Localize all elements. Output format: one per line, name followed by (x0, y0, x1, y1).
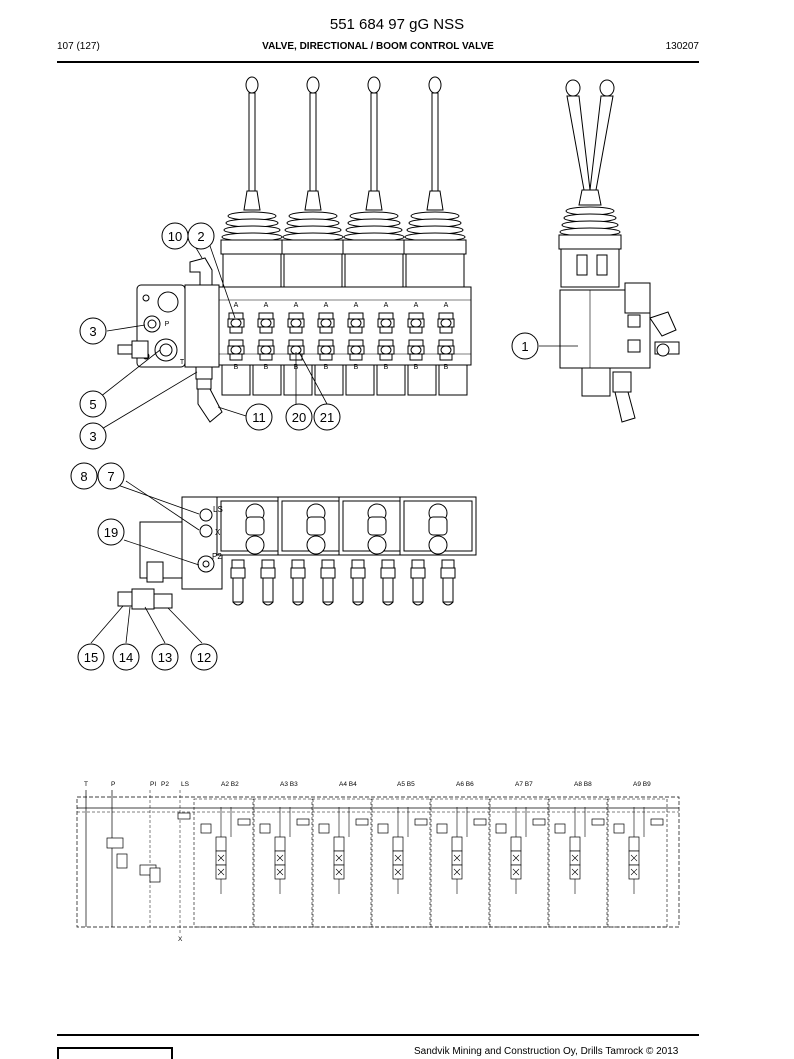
port-a-label: A (294, 302, 299, 309)
port-b-label: B (264, 364, 269, 371)
schematic-label-p2: P2 (161, 781, 169, 788)
callout-15 (77, 643, 105, 671)
control-valve-side-view (558, 79, 680, 423)
port-ls-label: LS (213, 505, 223, 514)
port-a-label: A (414, 302, 419, 309)
schematic-label-a8b8: A8 B8 (574, 781, 592, 788)
hydraulic-schematic: T P PI P2 LS A2 B2 A3 B3 A4 B4 A5 B5 A6 … (76, 781, 680, 943)
callout-2-text: 2 (197, 229, 204, 244)
leader-lines (90, 235, 578, 644)
callout-7 (97, 462, 125, 490)
schematic-label-x: X (178, 936, 183, 943)
document-part-number: 551 684 97 gG NSS (329, 16, 465, 33)
callout-20 (285, 403, 313, 431)
callout-3-lower (79, 422, 107, 450)
callout-7-text: 7 (107, 469, 114, 484)
port-p2-label: P2 (212, 552, 222, 561)
callout-8 (70, 462, 98, 490)
port-a-label: A (354, 302, 359, 309)
schematic-label-a7b7: A7 B7 (515, 781, 533, 788)
schematic-label-p: P (111, 781, 115, 788)
header-rule (57, 61, 699, 63)
sandvik-logo (57, 1047, 173, 1059)
port-a-label: A (384, 302, 389, 309)
port-p-label: P (165, 321, 170, 328)
callout-8-text: 8 (80, 469, 87, 484)
callout-14-text: 14 (119, 650, 133, 665)
callout-15-text: 15 (84, 650, 98, 665)
schematic-label-a9b9: A9 B9 (633, 781, 651, 788)
port-b-label: B (414, 364, 419, 371)
schematic-label-pi: PI (150, 781, 156, 788)
callout-2 (187, 222, 215, 250)
control-valve-front-view: A A A A A A A A B B B B B B B B P T (117, 76, 472, 423)
document-code: 130207 (665, 41, 699, 52)
page-number: 107 (127) (57, 41, 100, 52)
schematic-label-ls: LS (181, 781, 190, 788)
callout-10-text: 10 (168, 229, 182, 244)
page-title: VALVE, DIRECTIONAL / BOOM CONTROL VALVE (262, 41, 494, 52)
port-a-label: A (444, 302, 449, 309)
callout-11-text: 11 (252, 410, 266, 425)
port-b-label: B (234, 364, 239, 371)
callout-14 (112, 643, 140, 671)
callout-3-text: 3 (89, 324, 96, 339)
port-b-label: B (324, 364, 329, 371)
footer-rule (57, 1034, 699, 1036)
callout-3 (79, 317, 107, 345)
port-a-label: A (234, 302, 239, 309)
callout-19-text: 19 (104, 525, 118, 540)
schematic-label-a3b3: A3 B3 (280, 781, 298, 788)
callout-21 (313, 403, 341, 431)
schematic-label-a5b5: A5 B5 (397, 781, 415, 788)
port-t-label: T (180, 359, 185, 366)
port-b-label: B (444, 364, 449, 371)
port-x-label: X (215, 528, 221, 537)
callout-12 (190, 643, 218, 671)
port-b-label: B (354, 364, 359, 371)
schematic-label-t: T (84, 781, 88, 788)
schematic-label-a6b6: A6 B6 (456, 781, 474, 788)
port-b-label: B (384, 364, 389, 371)
callout-21-text: 21 (320, 410, 334, 425)
callout-11 (245, 403, 273, 431)
port-a-label: A (264, 302, 269, 309)
callout-19 (97, 518, 125, 546)
port-a-label: A (324, 302, 329, 309)
schematic-label-a2b2: A2 B2 (221, 781, 239, 788)
callout-1-text: 1 (521, 339, 528, 354)
callout-20-text: 20 (292, 410, 306, 425)
callout-13 (151, 643, 179, 671)
callout-12-text: 12 (197, 650, 211, 665)
control-valve-top-view: LS X P2 (117, 496, 477, 610)
callout-13-text: 13 (158, 650, 172, 665)
callout-3-lower-text: 3 (89, 429, 96, 444)
copyright-notice: Sandvik Mining and Construction Oy, Dril… (414, 1046, 679, 1057)
callout-5 (79, 390, 107, 418)
callout-1 (511, 332, 539, 360)
callout-5-text: 5 (89, 397, 96, 412)
header-row: 107 (127) VALVE, DIRECTIONAL / BOOM CONT… (57, 41, 699, 55)
schematic-label-a4b4: A4 B4 (339, 781, 357, 788)
